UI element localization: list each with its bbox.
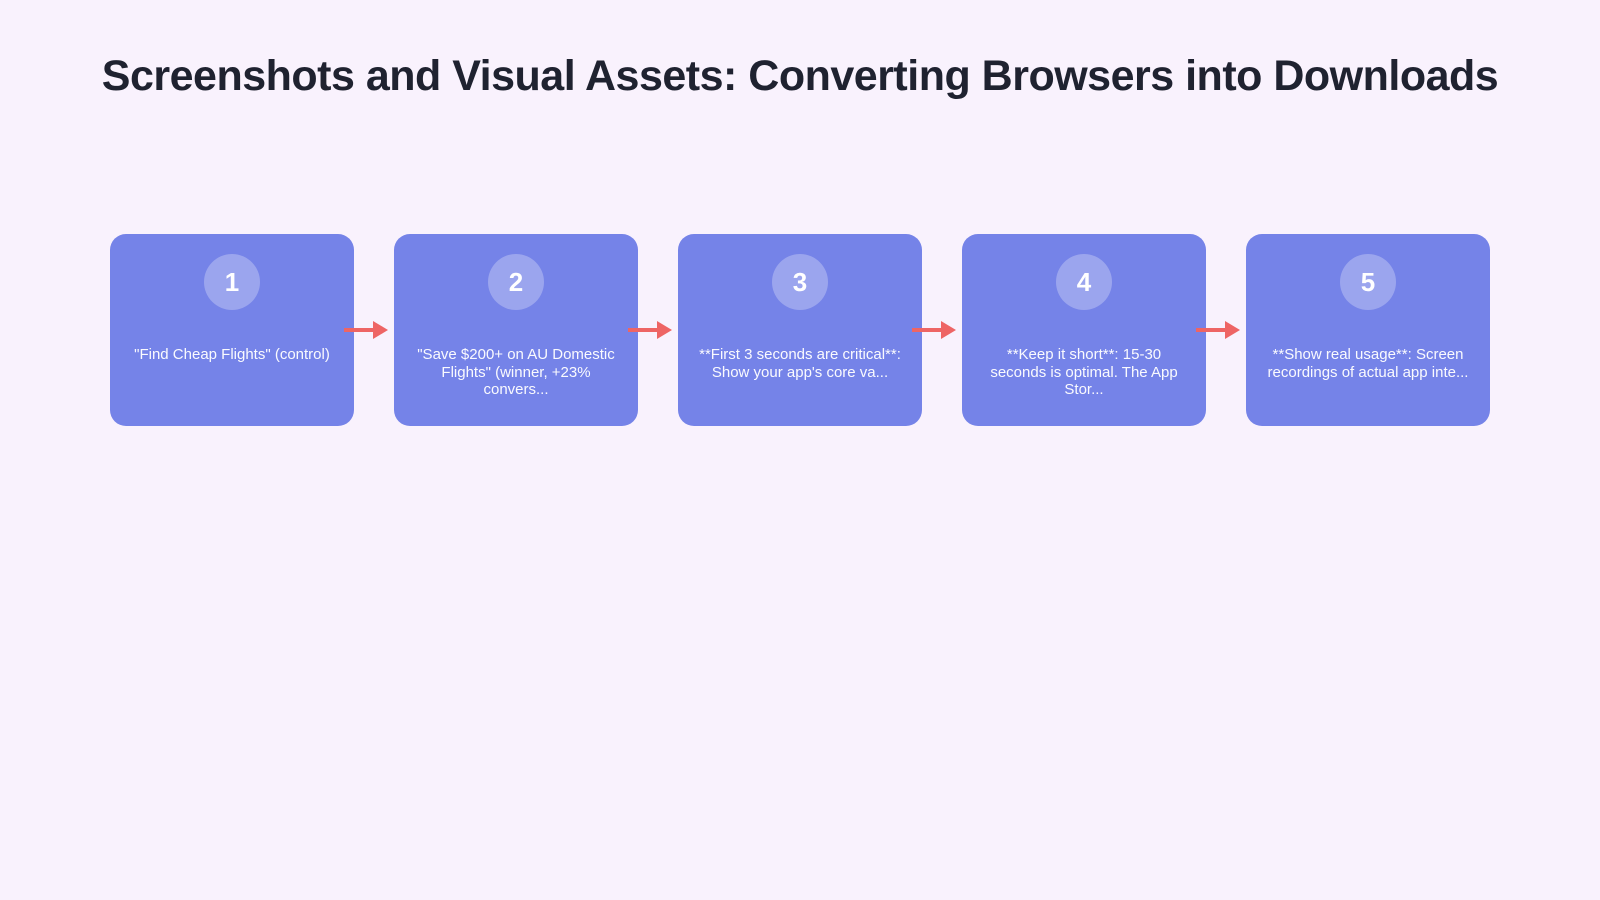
- step-card-1: 1 "Find Cheap Flights" (control): [110, 234, 354, 426]
- step-label: "Find Cheap Flights" (control): [134, 346, 330, 363]
- step-card-2: 2 "Save $200+ on AU Domestic Flights" (w…: [394, 234, 638, 426]
- step-number-badge: 4: [1056, 254, 1112, 310]
- flow-arrow-icon: [628, 234, 678, 426]
- step-number-badge: 1: [204, 254, 260, 310]
- step-number-badge: 5: [1340, 254, 1396, 310]
- step-number-badge: 3: [772, 254, 828, 310]
- step-label: "Save $200+ on AU Domestic Flights" (win…: [417, 346, 615, 398]
- step-card-3: 3 **First 3 seconds are critical**: Show…: [678, 234, 922, 426]
- flow-diagram: 1 "Find Cheap Flights" (control) 2 "Save…: [0, 234, 1600, 426]
- step-label: **Keep it short**: 15-30 seconds is opti…: [990, 346, 1178, 398]
- step-label: **Show real usage**: Screen recordings o…: [1267, 346, 1469, 381]
- flow-arrow-icon: [344, 234, 394, 426]
- step-card-5: 5 **Show real usage**: Screen recordings…: [1246, 234, 1490, 426]
- step-number-badge: 2: [488, 254, 544, 310]
- step-card-4: 4 **Keep it short**: 15-30 seconds is op…: [962, 234, 1206, 426]
- flow-arrow-icon: [1196, 234, 1246, 426]
- flow-arrow-icon: [912, 234, 962, 426]
- step-label: **First 3 seconds are critical**: Show y…: [699, 346, 901, 381]
- page-title: Screenshots and Visual Assets: Convertin…: [101, 52, 1499, 100]
